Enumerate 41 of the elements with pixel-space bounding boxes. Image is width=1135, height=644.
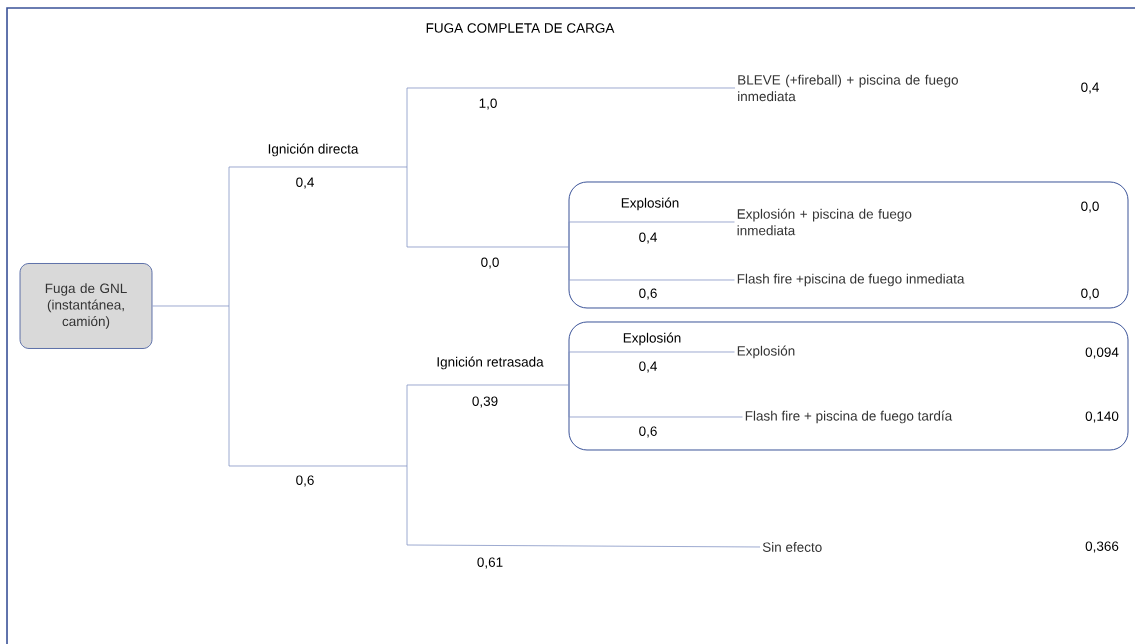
branch-label: Ignición directa <box>268 143 359 157</box>
probability-label: 0,4 <box>639 361 657 373</box>
branch-line <box>228 305 408 467</box>
branch-line <box>406 87 736 168</box>
probability-label: 0,61 <box>477 557 503 569</box>
outcome-text: Explosión + piscina de fuego inmediata <box>737 208 912 236</box>
branch-line <box>152 305 230 307</box>
branch-line <box>568 221 735 248</box>
outcome-text: Flash fire + piscina de fuego tardía <box>745 410 953 424</box>
event-box: Fuga de GNL (instantánea, camión) <box>19 263 153 349</box>
branch-line <box>568 351 735 386</box>
branch-line <box>568 246 735 281</box>
outcome-text: Flash fire +piscina de fuego inmediata <box>737 273 965 287</box>
branch-line <box>406 465 761 548</box>
title: FUGA COMPLETA DE CARGA <box>426 23 615 33</box>
probability-label: 0,0 <box>481 257 499 269</box>
outcome-frequency: 0,366 <box>1085 541 1119 553</box>
outcome-frequency: 0,4 <box>1081 82 1099 94</box>
outcome-frequency: 0,140 <box>1085 411 1119 423</box>
outcome-text: BLEVE (+fireball) + piscina de fuego inmediata <box>738 74 958 102</box>
branch-line <box>406 166 570 248</box>
probability-label: 0,4 <box>296 177 314 189</box>
outcome-frequency: 0,0 <box>1081 288 1099 300</box>
probability-label: 0,6 <box>639 426 657 438</box>
group-frame <box>568 181 1129 309</box>
branch-line <box>406 384 570 467</box>
branch-line <box>228 166 408 307</box>
probability-label: 0,39 <box>472 396 498 408</box>
probability-label: 0,4 <box>639 232 657 244</box>
probability-label: 0,6 <box>296 475 314 487</box>
group-frame <box>568 321 1129 451</box>
outcome-frequency: 0,094 <box>1085 347 1119 359</box>
outcome-text: Sin efecto <box>762 542 822 552</box>
outcome-text: Explosión <box>737 345 795 359</box>
branch-line <box>568 384 743 418</box>
branch-label: Ignición retrasada <box>437 356 544 370</box>
outcome-frequency: 0,0 <box>1081 201 1099 213</box>
branch-label: Explosión <box>623 332 681 346</box>
probability-label: 1,0 <box>479 98 497 110</box>
probability-label: 0,6 <box>639 288 657 300</box>
branch-label: Explosión <box>621 197 679 211</box>
